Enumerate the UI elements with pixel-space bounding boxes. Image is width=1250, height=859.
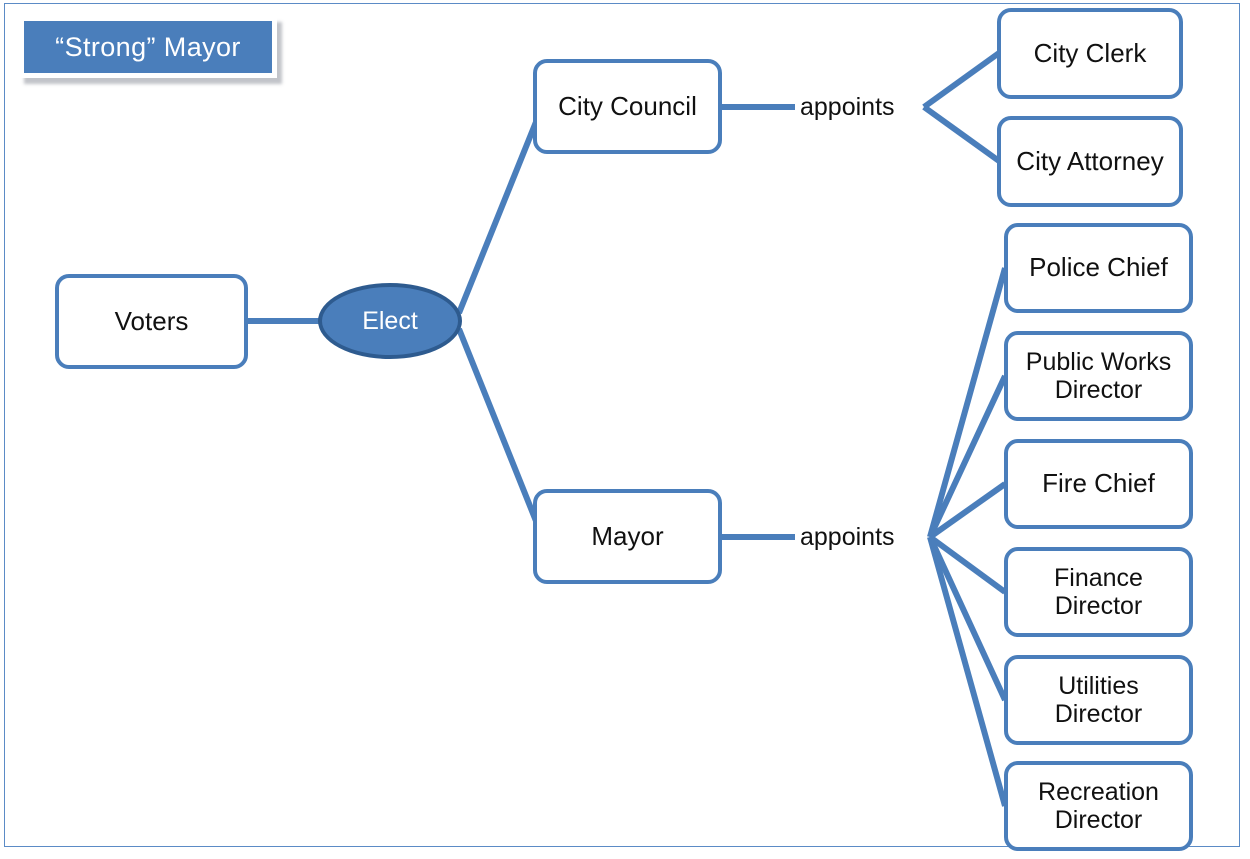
node-utilities-director[interactable]: Utilities Director <box>1004 655 1193 745</box>
edge-mayor-to-police-chief <box>927 267 1008 538</box>
node-city-council[interactable]: City Council <box>533 59 722 154</box>
node-mayor[interactable]: Mayor <box>533 489 722 584</box>
node-elect-label: Elect <box>362 306 418 335</box>
node-fire-chief[interactable]: Fire Chief <box>1004 439 1193 529</box>
edge-mayor-to-recreation-director <box>927 536 1008 807</box>
node-public-works-director-label: Public Works Director <box>1025 348 1172 404</box>
node-mayor-label: Mayor <box>591 520 664 551</box>
node-finance-director-label: Finance Director <box>1054 564 1143 620</box>
node-utilities-director-label: Utilities Director <box>1054 672 1143 728</box>
node-city-council-label: City Council <box>558 90 697 121</box>
edge-mayor-to-utilities-director <box>927 535 1008 702</box>
edge-mayor-to-public-works-director <box>927 374 1008 539</box>
node-voters[interactable]: Voters <box>55 274 248 369</box>
node-city-clerk-label: City Clerk <box>1033 37 1147 68</box>
node-police-chief[interactable]: Police Chief <box>1004 223 1193 313</box>
edge-label-mayor-appoints: appoints <box>797 525 898 550</box>
node-voters-label: Voters <box>114 305 189 336</box>
node-elect[interactable]: Elect <box>318 283 462 359</box>
edge-elect-to-mayor <box>456 327 539 523</box>
node-city-clerk[interactable]: City Clerk <box>997 8 1183 99</box>
node-recreation-director[interactable]: Recreation Director <box>1004 761 1193 851</box>
node-city-attorney[interactable]: City Attorney <box>997 116 1183 207</box>
diagram-title-banner: “Strong” Mayor <box>19 16 277 78</box>
node-finance-director[interactable]: Finance Director <box>1004 547 1193 637</box>
node-recreation-director-label: Recreation Director <box>1038 778 1159 834</box>
edge-council-to-city-attorney <box>922 104 1001 164</box>
edge-label-council-appoints: appoints <box>797 95 898 120</box>
diagram-title-text: “Strong” Mayor <box>24 21 272 73</box>
node-police-chief-label: Police Chief <box>1029 252 1168 283</box>
node-fire-chief-label: Fire Chief <box>1042 468 1155 499</box>
node-public-works-director[interactable]: Public Works Director <box>1004 331 1193 421</box>
edge-mayor-to-finance-director <box>928 534 1007 595</box>
edge-council-to-city-clerk <box>922 50 1001 110</box>
node-city-attorney-label: City Attorney <box>1016 145 1164 176</box>
edge-mayor-to-fire-chief <box>928 481 1007 540</box>
edge-elect-to-city-council <box>456 120 539 315</box>
